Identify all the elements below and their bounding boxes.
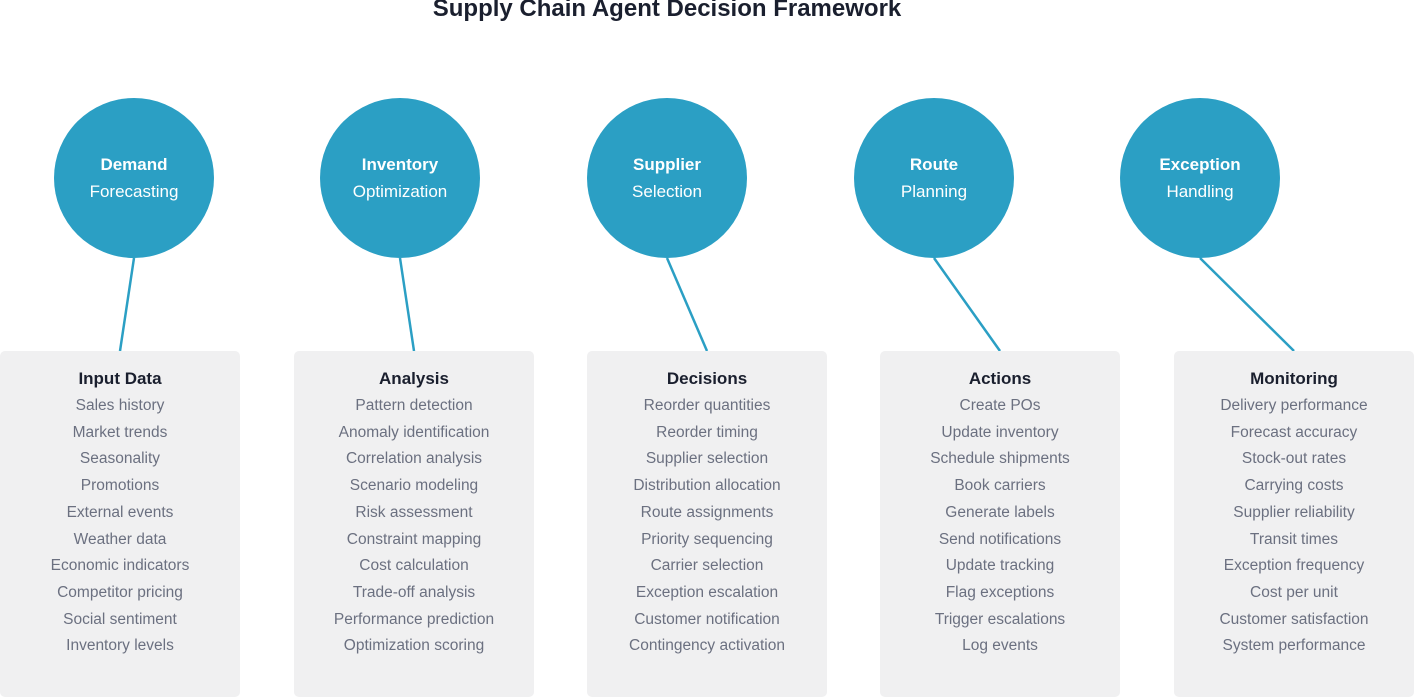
list-item: Seasonality: [79, 450, 161, 468]
stage-circle-supplier-selection: Supplier Selection: [587, 98, 747, 258]
list-item: System performance: [1222, 637, 1366, 655]
list-item: Customer satisfaction: [1219, 610, 1369, 628]
list-item: Optimization scoring: [343, 637, 485, 655]
list-item: Trade-off analysis: [352, 583, 476, 601]
list-item: Trigger escalations: [934, 610, 1066, 628]
stage-subtitle: Planning: [900, 182, 968, 201]
diagram-title: Supply Chain Agent Decision Framework: [432, 0, 902, 22]
list-item: Anomaly identification: [338, 423, 490, 441]
stage-title: Route: [909, 155, 959, 174]
list-item: Exception escalation: [635, 583, 779, 601]
box-item-list: Create POs Update inventory Schedule shi…: [880, 393, 1120, 660]
list-item: Log events: [962, 637, 1038, 655]
list-item: Send notifications: [938, 530, 1062, 548]
list-item: Sales history: [75, 397, 165, 414]
list-item: Performance prediction: [333, 610, 495, 628]
list-item: Risk assessment: [355, 503, 473, 521]
connector-line-3: [665, 257, 709, 352]
list-item: Delivery performance: [1220, 397, 1368, 414]
list-item: Priority sequencing: [641, 530, 773, 548]
connector-line-2: [398, 257, 416, 352]
box-item-list: Sales history Market trends Seasonality …: [0, 393, 240, 660]
box-item-list: Pattern detection Anomaly identification…: [294, 393, 534, 660]
stage-subtitle: Handling: [1166, 182, 1234, 201]
list-item: Forecast accuracy: [1230, 423, 1358, 441]
list-item: Distribution allocation: [633, 477, 781, 495]
list-item: External events: [66, 503, 174, 521]
list-item: Social sentiment: [63, 610, 177, 628]
list-item: Correlation analysis: [345, 450, 483, 468]
list-item: Create POs: [959, 397, 1041, 414]
stage-circle-exception-handling: Exception Handling: [1120, 98, 1280, 258]
list-item: Generate labels: [945, 503, 1055, 521]
list-item: Constraint mapping: [346, 530, 482, 548]
connector-line-5: [1199, 257, 1295, 352]
stage-subtitle: Optimization: [352, 182, 448, 201]
connector-line-1: [118, 257, 136, 352]
box-title: Actions: [968, 369, 1032, 388]
box-decisions: Decisions Reorder quantities Reorder tim…: [587, 351, 827, 697]
list-item: Market trends: [72, 423, 168, 441]
list-item: Supplier reliability: [1233, 503, 1355, 521]
list-item: Schedule shipments: [930, 450, 1070, 468]
list-item: Contingency activation: [629, 637, 785, 655]
box-title: Analysis: [379, 369, 449, 388]
list-item: Economic indicators: [50, 557, 190, 575]
list-item: Scenario modeling: [349, 477, 479, 495]
list-item: Carrier selection: [650, 557, 764, 575]
list-item: Update inventory: [941, 423, 1059, 441]
list-item: Reorder timing: [656, 423, 758, 441]
list-item: Cost calculation: [359, 557, 469, 575]
list-item: Carrying costs: [1244, 477, 1344, 495]
list-item: Cost per unit: [1250, 583, 1338, 601]
list-item: Flag exceptions: [945, 583, 1055, 601]
list-item: Transit times: [1249, 530, 1339, 548]
box-input-data: Input Data Sales history Market trends S…: [0, 351, 240, 697]
list-item: Route assignments: [640, 503, 774, 521]
stage-title: Demand: [100, 155, 168, 174]
connector-line-4: [932, 257, 1002, 352]
list-item: Exception frequency: [1223, 557, 1365, 575]
list-item: Stock-out rates: [1241, 450, 1347, 468]
list-item: Book carriers: [954, 477, 1046, 495]
box-item-list: Reorder quantities Reorder timing Suppli…: [587, 393, 827, 660]
box-item-list: Delivery performance Forecast accuracy S…: [1174, 393, 1414, 660]
list-item: Pattern detection: [355, 397, 473, 414]
list-item: Weather data: [73, 530, 167, 548]
list-item: Competitor pricing: [57, 583, 183, 601]
stage-circle-inventory-optimization: Inventory Optimization: [320, 98, 480, 258]
box-title: Monitoring: [1250, 369, 1338, 388]
box-analysis: Analysis Pattern detection Anomaly ident…: [294, 351, 534, 697]
list-item: Reorder quantities: [643, 397, 771, 414]
stage-title: Inventory: [361, 155, 439, 174]
list-item: Inventory levels: [66, 637, 174, 655]
stage-subtitle: Selection: [632, 182, 702, 201]
stage-title: Supplier: [632, 155, 701, 174]
box-title: Input Data: [78, 369, 162, 388]
box-actions: Actions Create POs Update inventory Sche…: [880, 351, 1120, 697]
stage-subtitle: Forecasting: [89, 182, 179, 201]
list-item: Promotions: [80, 477, 160, 495]
stage-title: Exception: [1159, 155, 1241, 174]
list-item: Customer notification: [634, 610, 780, 628]
stage-circle-route-planning: Route Planning: [854, 98, 1014, 258]
box-monitoring: Monitoring Delivery performance Forecast…: [1174, 351, 1414, 697]
list-item: Supplier selection: [645, 450, 769, 468]
stage-circle-demand-forecasting: Demand Forecasting: [54, 98, 214, 258]
list-item: Update tracking: [945, 557, 1055, 575]
box-title: Decisions: [666, 369, 748, 388]
